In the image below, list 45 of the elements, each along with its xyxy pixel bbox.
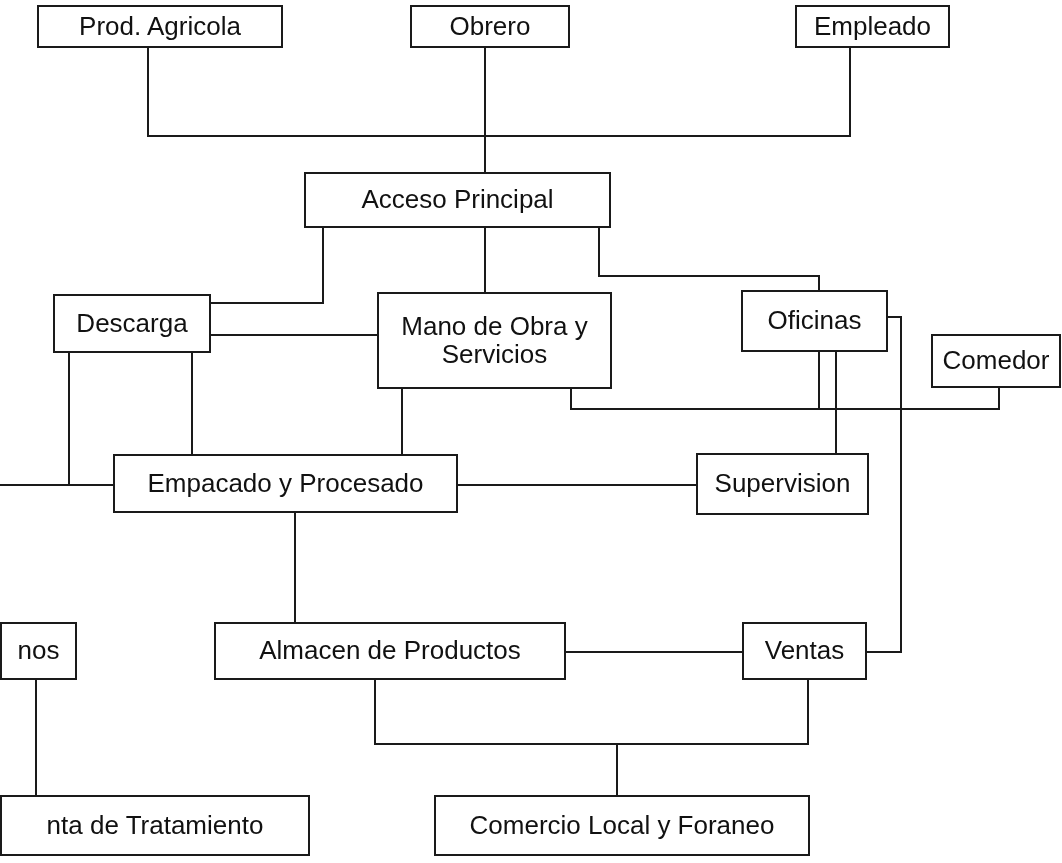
process-box bbox=[931, 334, 1061, 388]
box-label: Mano de Obra y Servicios bbox=[400, 313, 589, 368]
connector-line bbox=[401, 388, 403, 455]
connector-line bbox=[457, 484, 697, 486]
process-box bbox=[742, 622, 867, 680]
connector-line bbox=[565, 651, 743, 653]
connector-line bbox=[35, 679, 37, 796]
box-label: Descarga bbox=[76, 309, 188, 338]
connector-line bbox=[866, 316, 902, 653]
process-box bbox=[377, 292, 612, 389]
process-box bbox=[696, 453, 869, 515]
connector-line bbox=[210, 227, 324, 304]
connector-line bbox=[598, 227, 820, 291]
box-label: Obrero bbox=[449, 12, 531, 41]
process-box bbox=[113, 454, 458, 513]
connector-line bbox=[294, 512, 296, 623]
box-label: nos bbox=[17, 637, 60, 665]
box-label: nta de Tratamiento bbox=[46, 811, 264, 840]
box-label: Oficinas bbox=[767, 307, 862, 335]
process-box bbox=[0, 795, 310, 856]
process-box bbox=[741, 290, 888, 352]
box-label: Prod. Agricola bbox=[79, 12, 241, 41]
box-label: Almacen de Productos bbox=[259, 637, 521, 665]
box-label: Supervision bbox=[714, 470, 851, 498]
process-box bbox=[410, 5, 570, 48]
process-box bbox=[0, 622, 77, 680]
box-label: Empleado bbox=[813, 12, 932, 41]
box-label: Comercio Local y Foraneo bbox=[469, 811, 775, 840]
process-box bbox=[214, 622, 566, 680]
connector-line bbox=[0, 484, 114, 486]
box-label: Ventas bbox=[764, 637, 845, 665]
process-box bbox=[37, 5, 283, 48]
connector-line bbox=[210, 334, 378, 336]
connector-line bbox=[818, 351, 1000, 410]
process-box bbox=[304, 172, 611, 228]
box-label: Empacado y Procesado bbox=[147, 469, 424, 498]
process-box bbox=[53, 294, 211, 353]
connector-line bbox=[616, 679, 809, 796]
connector-line bbox=[484, 227, 486, 293]
process-box bbox=[795, 5, 950, 48]
box-label: Comedor bbox=[942, 347, 1050, 375]
connector-line bbox=[835, 351, 837, 454]
connector-line bbox=[191, 352, 193, 455]
box-label: Acceso Principal bbox=[361, 186, 554, 214]
process-box bbox=[434, 795, 810, 856]
